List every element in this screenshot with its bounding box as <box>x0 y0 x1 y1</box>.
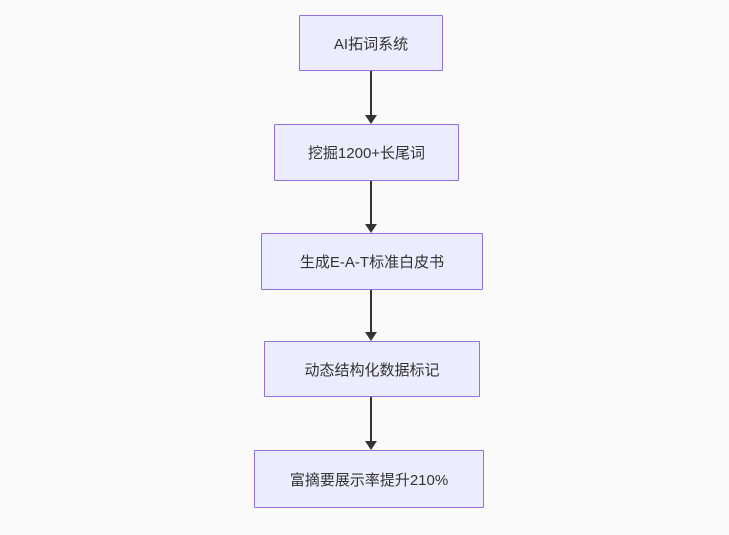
node-label: AI拓词系统 <box>333 35 409 53</box>
flow-node-rich-snippet-rate: 富摘要展示率提升210% <box>254 450 484 508</box>
flow-arrow-2 <box>365 181 377 233</box>
node-label: 富摘要展示率提升210% <box>289 471 449 489</box>
flow-node-eat-whitepaper: 生成E-A-T标准白皮书 <box>261 233 483 290</box>
arrow-line <box>370 397 372 443</box>
flow-arrow-3 <box>365 290 377 341</box>
arrow-head-icon <box>365 224 377 233</box>
flow-node-longtail-keywords: 挖掘1200+长尾词 <box>274 124 459 181</box>
node-label: 挖掘1200+长尾词 <box>307 145 426 162</box>
arrow-line <box>370 181 372 226</box>
arrow-line <box>370 290 372 334</box>
flow-node-ai-word-expansion-system: AI拓词系统 <box>299 15 443 71</box>
arrow-line <box>370 71 372 117</box>
arrow-head-icon <box>365 332 377 341</box>
node-label: 动态结构化数据标记 <box>304 361 440 379</box>
arrow-head-icon <box>365 115 377 124</box>
node-label: 生成E-A-T标准白皮书 <box>299 254 445 271</box>
arrow-head-icon <box>365 441 377 450</box>
flow-arrow-1 <box>365 71 377 124</box>
flow-node-structured-data-markup: 动态结构化数据标记 <box>264 341 480 397</box>
flow-arrow-4 <box>365 397 377 450</box>
